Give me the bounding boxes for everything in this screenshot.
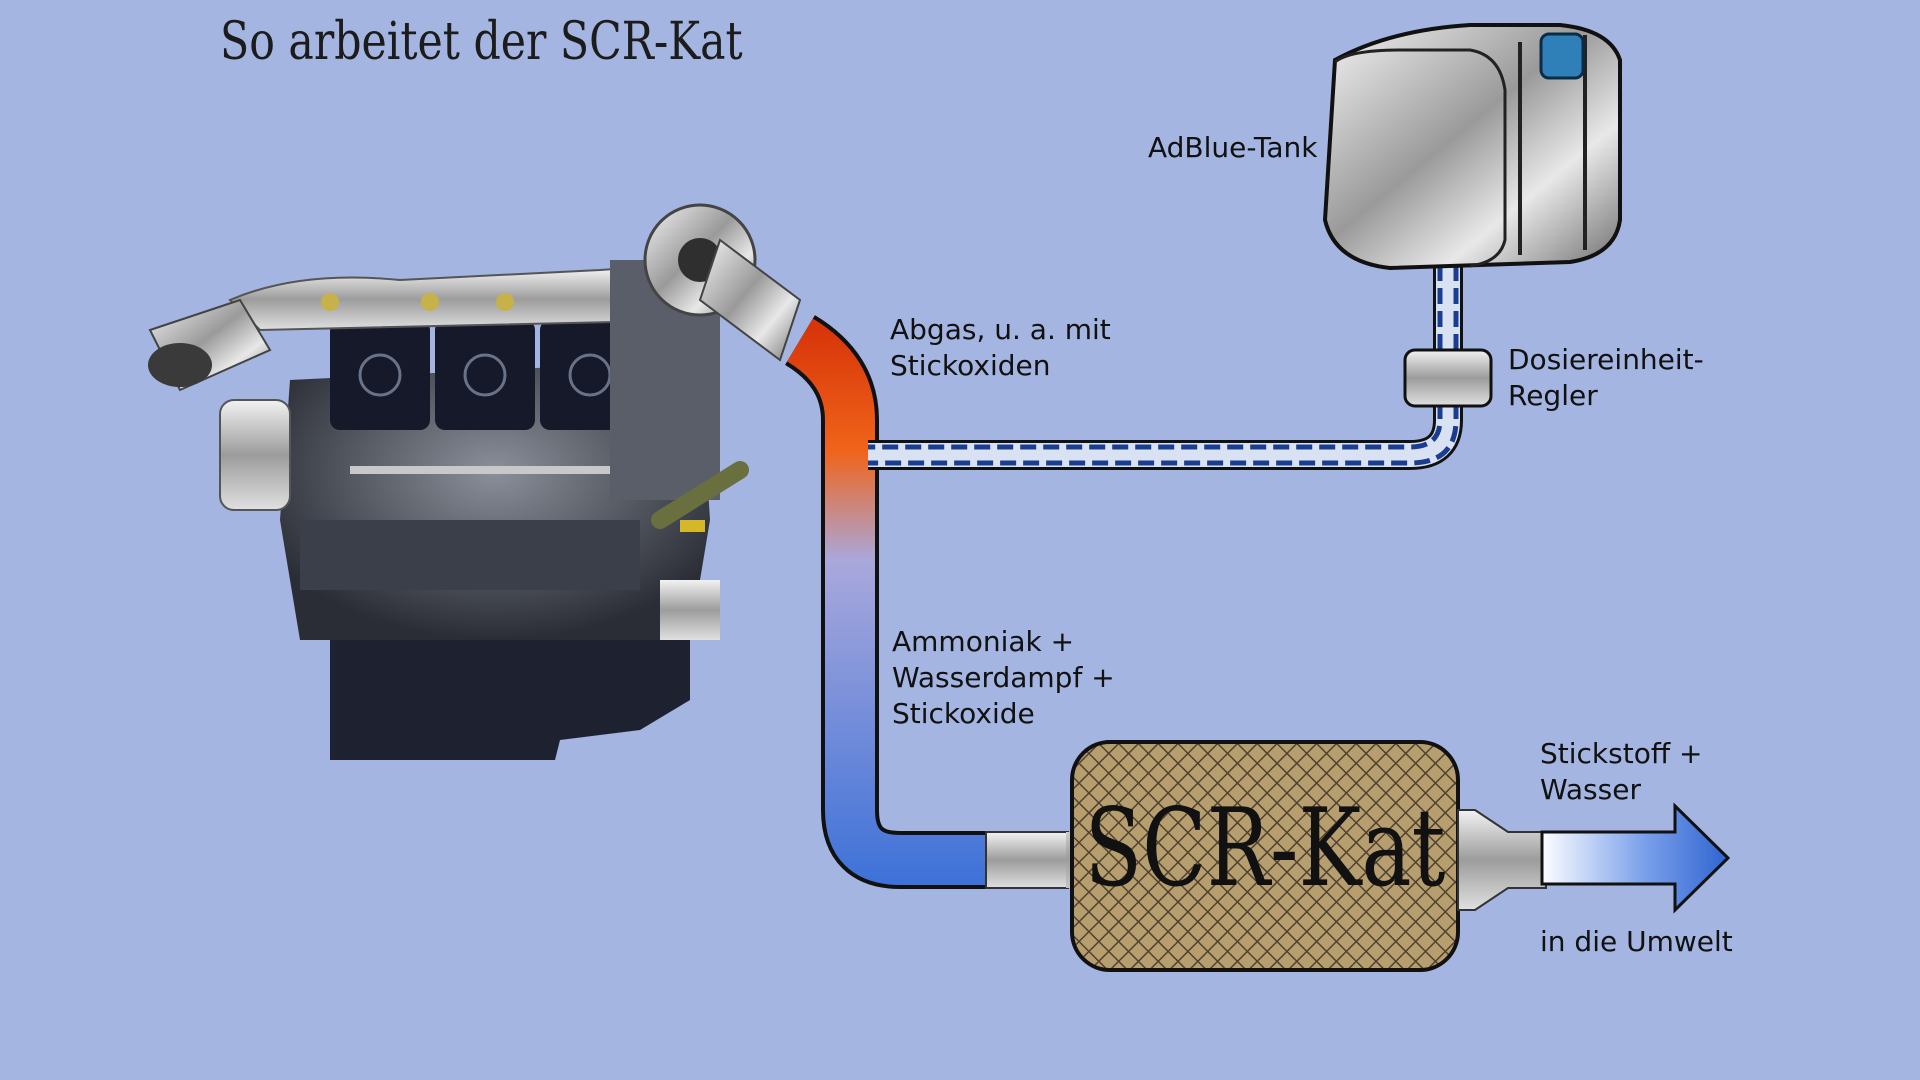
adblue-tank-label: AdBlue-Tank [1148,131,1318,164]
dosing-label-line2: Regler [1508,379,1598,412]
output-label-line2: Wasser [1540,773,1641,806]
exhaust-label-line1: Abgas, u. a. mit [890,313,1111,346]
mix-label-line2: Wasserdampf + [892,661,1115,694]
scr-catalyst: SCR-Kat [1070,740,1460,972]
exhaust-label-line2: Stickoxiden [890,349,1051,382]
mix-label-line1: Ammoniak + [892,625,1075,658]
tank-cap [1539,32,1585,80]
environment-label: in die Umwelt [1540,925,1733,958]
adblue-tank [1322,23,1622,271]
dosing-label-line1: Dosiereinheit- [1508,343,1704,376]
mix-label-line3: Stickoxide [892,697,1035,730]
output-label-line1: Stickstoff + [1540,737,1703,770]
dosing-unit [1403,348,1493,408]
engine-illustration [148,203,802,760]
adblue-line [868,265,1463,470]
catalyst-label: SCR-Kat [1084,785,1445,911]
outlet-arrow [1457,802,1731,914]
page-title: So arbeitet der SCR-Kat [220,12,743,72]
